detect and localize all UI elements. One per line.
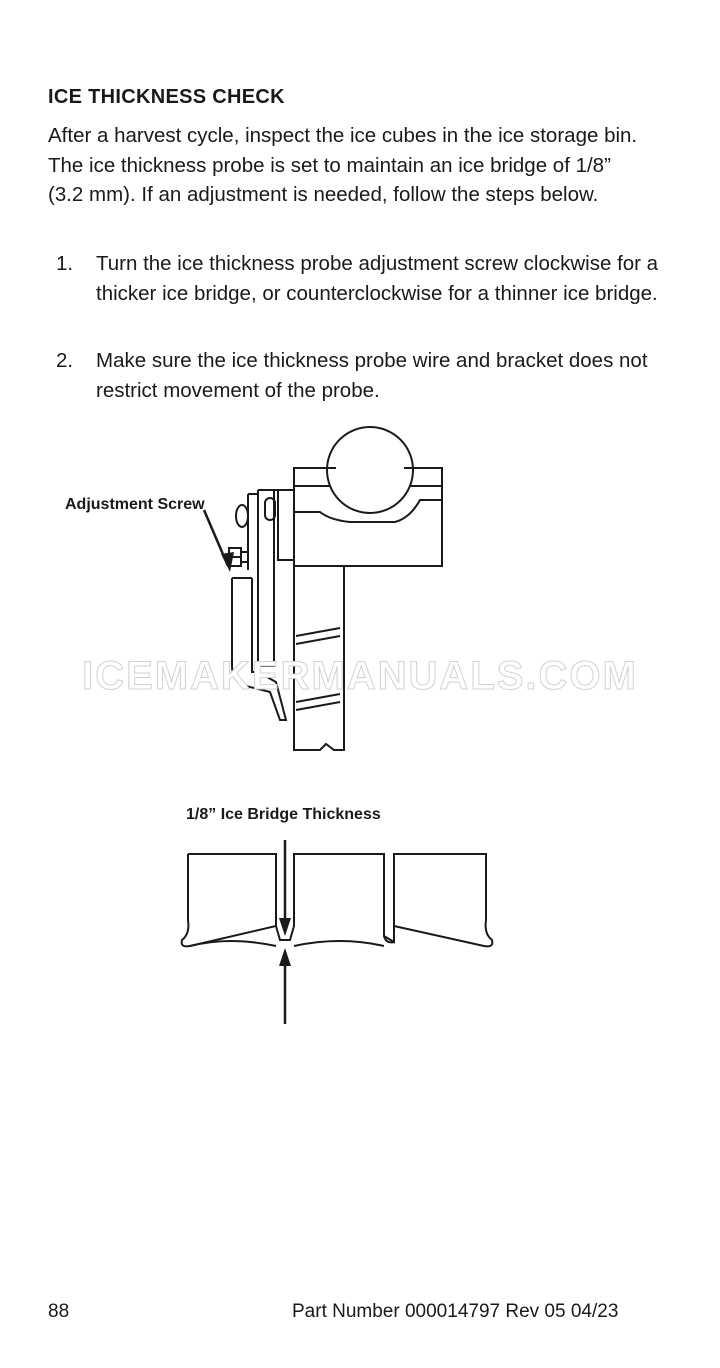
step-number: 2. — [56, 349, 74, 372]
page-number: 88 — [48, 1301, 70, 1322]
step-item: 2. Make sure the ice thickness probe wir… — [48, 346, 696, 405]
ice-bridge-label: 1/8” Ice Bridge Thickness — [186, 806, 381, 823]
ice-bridge-diagram — [180, 840, 494, 1024]
step-text: Make sure the ice thickness probe wire a… — [96, 349, 648, 402]
probe-housing — [231, 577, 288, 721]
section-heading: ICE THICKNESS CHECK — [48, 86, 285, 108]
watermark: ICEMAKERMANUALS.COM — [82, 654, 638, 699]
probe-diagram — [202, 426, 443, 751]
arrow-head — [221, 552, 234, 572]
probe-plate — [293, 566, 345, 751]
adjustment-screw-label: Adjustment Screw — [65, 496, 205, 513]
probe-rod — [326, 426, 414, 514]
step-number: 1. — [56, 252, 74, 275]
intro-paragraph: After a harvest cycle, inspect the ice c… — [48, 124, 638, 206]
step-text: Turn the ice thickness probe adjustment … — [96, 252, 659, 305]
adjustment-hole — [235, 504, 249, 528]
part-number: Part Number 000014797 Rev 05 04/23 — [292, 1301, 619, 1322]
ice-cube-profile — [180, 853, 277, 948]
step-item: 1. Turn the ice thickness probe adjustme… — [48, 249, 696, 308]
